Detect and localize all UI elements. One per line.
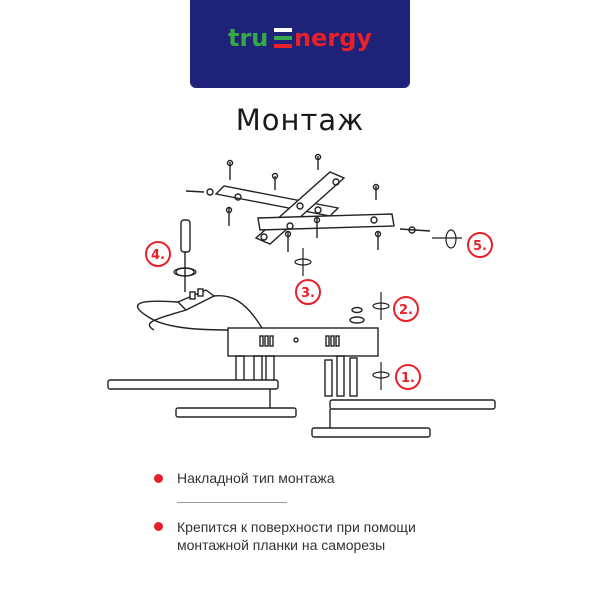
logo-e-bars: [274, 28, 292, 48]
step-marker-1: 1.: [395, 364, 421, 390]
bullet-dot-icon: [154, 522, 163, 531]
mounting-studs: [324, 306, 365, 397]
list-item: Накладной тип монтажа: [150, 470, 480, 486]
screws-top: [226, 153, 380, 200]
step-label-1: 1.: [401, 371, 415, 386]
mounting-plate: [214, 171, 395, 245]
brand-logo: tru nergy: [190, 0, 410, 88]
step-label-5: 5.: [473, 239, 487, 254]
logo-text-tru: tru: [228, 24, 268, 52]
step-label-4: 4.: [151, 248, 165, 263]
rotation-arrows: [173, 229, 462, 390]
step-marker-4: 4.: [145, 241, 171, 267]
page-title: Монтаж: [235, 103, 365, 137]
list-item-text: Накладной тип монтажа: [177, 470, 335, 486]
screws-bottom: [225, 206, 382, 252]
list-item-text-line-1: Крепится к поверхности при помощи: [177, 519, 416, 535]
step-marker-3: 3.: [295, 279, 321, 305]
logo-graphic: tru nergy: [228, 24, 372, 52]
lamp-panel: [107, 379, 496, 438]
list-item: Крепится к поверхности при помощи монтаж…: [150, 518, 480, 554]
step-label-3: 3.: [301, 286, 315, 301]
bullet-dot-icon: [154, 474, 163, 483]
terminal-block: [136, 288, 263, 331]
logo-banner: tru nergy: [190, 0, 410, 88]
list-item-text-line-2: монтажной планки на саморезы: [177, 537, 386, 553]
logo-text-nergy: nergy: [294, 24, 372, 52]
feature-list: Накладной тип монтажа Крепится к поверхн…: [150, 470, 480, 554]
step-marker-2: 2.: [393, 296, 419, 322]
side-screws: [185, 188, 431, 234]
divider: [177, 502, 287, 503]
screwdriver-icon: [175, 219, 195, 292]
ceiling-base: [227, 327, 379, 383]
step-label-2: 2.: [399, 303, 413, 318]
step-marker-5: 5.: [467, 232, 493, 258]
